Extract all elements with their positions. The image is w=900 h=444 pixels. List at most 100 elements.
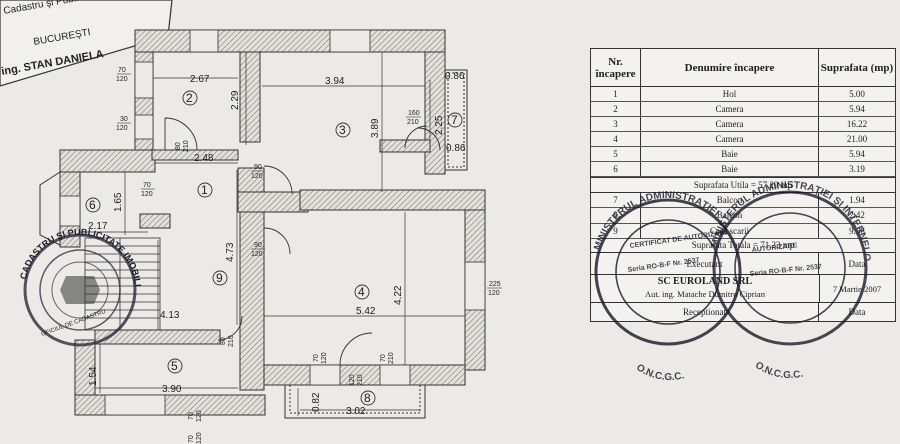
cell-suprafata: 2.42 [849, 210, 865, 221]
cell-denumire: Baie [641, 162, 819, 176]
svg-text:70: 70 [143, 182, 151, 189]
svg-text:120: 120 [196, 432, 203, 444]
svg-text:210: 210 [407, 119, 419, 126]
cell-suprafata: 3.19 [849, 164, 865, 174]
svg-text:80: 80 [175, 142, 182, 150]
dim-2-48: 2.48 [194, 153, 214, 164]
floor-plan: Cadastru şi Publicitate Imobil BUCUREŞTI… [0, 0, 502, 444]
svg-text:70: 70 [313, 354, 320, 362]
dim-1-65: 1.65 [113, 192, 124, 212]
company-row: SC EUROLAND SRL Aut. ing. Matache Dumitr… [591, 275, 895, 303]
data-label: Data [848, 258, 866, 269]
svg-text:70: 70 [380, 354, 387, 362]
svg-text:210: 210 [357, 374, 364, 386]
header-nr: Nr. încapere [591, 49, 641, 86]
cell-suprafata: 9.58 [849, 225, 865, 236]
area-table: Nr. încapere Denumire încapere Suprafata… [590, 48, 896, 322]
cell-suprafata: 1.94 [849, 195, 865, 206]
stamp2-oncgc: O.N.C.G.C. [753, 360, 804, 381]
cell-suprafata: 5.00 [849, 89, 865, 99]
svg-text:210: 210 [388, 352, 395, 364]
dim-0-86-top: 0.86 [445, 71, 465, 82]
room-7: 7 [447, 112, 463, 128]
cell-nr: 3 [591, 117, 641, 131]
cell-denumire: Baie [641, 147, 819, 161]
svg-text:90: 90 [254, 164, 262, 171]
svg-text:80: 80 [220, 337, 227, 345]
dimension-labels: 2.67 3.94 0.86 2.25 0.86 2.29 3.89 2.48 … [88, 71, 466, 417]
svg-text:8: 8 [364, 391, 371, 405]
executant-label: Executant [591, 253, 819, 274]
dim-2-67: 2.67 [190, 74, 210, 85]
header-suprafata: Suprafata (mp) [820, 61, 894, 74]
svg-text:120: 120 [116, 125, 128, 132]
cell-denumire: Casa scarii [641, 223, 819, 238]
dimension-lines [80, 52, 465, 416]
cell-denumire: Camera [641, 102, 819, 116]
util-row: Suprafata Utila = 57.29 mp [591, 177, 895, 193]
date-value: 7 Martie 2007 [832, 283, 882, 294]
room-6: 6 [85, 197, 101, 213]
svg-text:160: 160 [408, 110, 420, 117]
util-area: Suprafata Utila = 57.29 mp [693, 180, 793, 190]
table-header: Nr. încapere Denumire încapere Suprafata… [591, 49, 895, 87]
cell-nr: 4 [591, 132, 641, 146]
svg-text:70: 70 [118, 67, 126, 74]
svg-text:120: 120 [251, 251, 263, 258]
total-row: Suprafata Totala = 71.23 mp [591, 239, 895, 253]
room-3: 3 [335, 122, 351, 138]
svg-text:6: 6 [89, 198, 96, 212]
cell-denumire: Hol [641, 87, 819, 101]
cell-denumire: Balcon [641, 208, 819, 223]
svg-text:70: 70 [188, 412, 195, 420]
room-9: 9 [212, 270, 228, 286]
svg-text:120: 120 [321, 352, 328, 364]
cell-nr: 6 [591, 162, 641, 176]
dim-0-82: 0.82 [311, 392, 322, 412]
dim-4-13: 4.13 [160, 310, 180, 321]
svg-text:120: 120 [141, 191, 153, 198]
dim-4-22: 4.22 [393, 285, 404, 305]
dim-3-90: 3.90 [162, 384, 182, 395]
receptionat-row: Receptionat Data [591, 303, 895, 321]
svg-text:O.N.C.G.C.: O.N.C.G.C. [753, 360, 804, 381]
room-5: 5 [167, 358, 183, 374]
svg-text:225: 225 [489, 281, 501, 288]
walls [59, 29, 486, 416]
company-name: SC EUROLAND SRL [657, 276, 753, 287]
balconies [39, 69, 468, 419]
svg-text:120: 120 [251, 173, 263, 180]
cell-suprafata: 5.94 [849, 104, 865, 114]
svg-text:120: 120 [349, 374, 356, 386]
svg-text:70: 70 [188, 435, 195, 443]
dim-2-29: 2.29 [230, 90, 241, 110]
authorized-engineer: Aut. ing. Matache Dumitru Ciprian [645, 289, 765, 299]
svg-text:1: 1 [201, 183, 208, 197]
svg-text:7: 7 [451, 113, 458, 127]
cell-suprafata: 16.22 [846, 119, 868, 129]
svg-text:30: 30 [120, 116, 128, 123]
executant-row: Executant Data [591, 253, 895, 275]
cell-nr: 8 [591, 208, 641, 223]
cell-nr: 5 [591, 147, 641, 161]
dim-1-54: 1.54 [88, 366, 99, 386]
cell-suprafata: 21.00 [846, 134, 868, 144]
dim-5-42: 5.42 [356, 306, 376, 317]
svg-text:9: 9 [216, 271, 223, 285]
